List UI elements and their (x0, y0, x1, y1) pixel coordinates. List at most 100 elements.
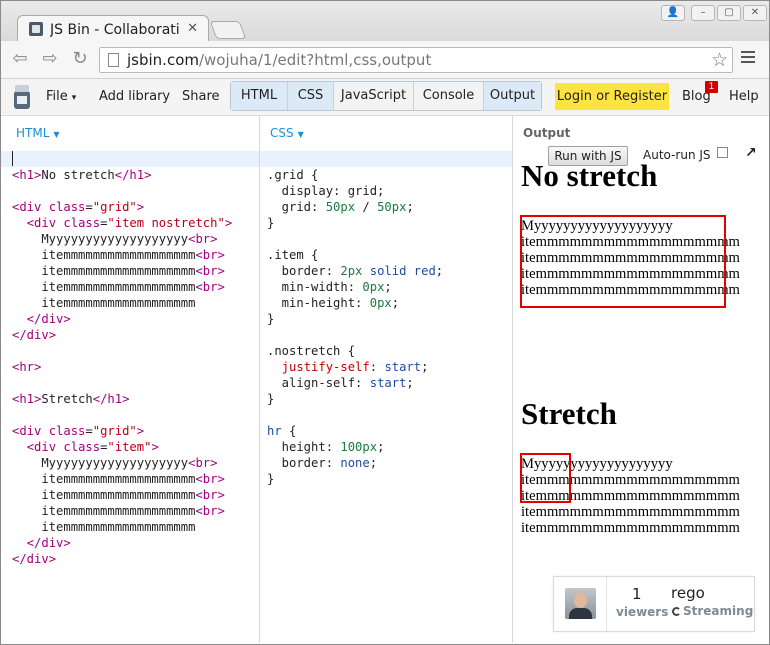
html-code-line[interactable] (1, 183, 259, 199)
html-code-line[interactable]: <hr> (12, 360, 42, 374)
css-code-line[interactable]: border: none; (267, 456, 378, 470)
css-code-line[interactable]: min-height: 0px; (267, 296, 400, 310)
tab-javascript[interactable]: JavaScript (334, 82, 414, 110)
css-code-line[interactable]: } (267, 216, 275, 230)
add-library-menu[interactable]: Add library (99, 89, 171, 104)
html-code-line[interactable]: </div> (26, 536, 71, 550)
html-code-line[interactable] (1, 151, 259, 167)
html-code-line[interactable] (1, 375, 259, 391)
css-code-line[interactable]: hr { (267, 424, 297, 438)
browser-tab[interactable]: JS Bin - Collaborative ✕ (17, 15, 209, 43)
html-code-line[interactable]: Myyyyyyyyyyyyyyyyyyy<br> (12, 456, 218, 470)
html-code-line[interactable]: </div> (12, 328, 57, 342)
minimize-icon[interactable]: – (691, 5, 715, 21)
share-menu[interactable]: Share (182, 89, 220, 104)
output-item-line: itemmmmmmmmmmmmmmmmmm (521, 282, 740, 298)
css-editor-pane[interactable]: CSS▼ .grid { display: grid; grid: 50px /… (260, 116, 513, 643)
hamburger-menu-icon[interactable] (741, 51, 755, 65)
tab-css[interactable]: CSS (288, 82, 334, 110)
html-code-line[interactable]: <div class="item"> (26, 440, 159, 454)
css-code-line[interactable] (260, 151, 512, 167)
css-code-line[interactable]: min-width: 0px; (267, 280, 392, 294)
file-menu[interactable]: File▾ (46, 89, 77, 104)
html-code-line[interactable]: itemmmmmmmmmmmmmmmmmm<br> (12, 488, 225, 502)
output-item-line: itemmmmmmmmmmmmmmmmmm (521, 266, 740, 282)
reload-icon[interactable]: ↻ (72, 48, 88, 69)
css-code-line[interactable]: display: grid; (267, 184, 385, 198)
html-code-line[interactable] (1, 343, 259, 359)
arrow-up-right-icon[interactable]: ↗ (745, 145, 757, 161)
help-link[interactable]: Help (729, 89, 759, 104)
tab-output[interactable]: Output (484, 82, 541, 110)
spinner-icon (672, 607, 681, 616)
css-code-line[interactable]: } (267, 472, 275, 486)
html-code-line[interactable] (1, 407, 259, 423)
new-tab-button[interactable] (209, 21, 247, 39)
css-code-line[interactable]: } (267, 392, 275, 406)
output-heading-stretch: Stretch (521, 396, 617, 431)
browser-toolbar: ⇦ ⇨ ↻ jsbin.com/wojuha/1/edit?html,css,o… (1, 41, 769, 79)
html-code-line[interactable]: </div> (26, 312, 71, 326)
tab-console[interactable]: Console (414, 82, 484, 110)
css-code-line[interactable] (260, 407, 512, 423)
address-bar[interactable]: jsbin.com/wojuha/1/edit?html,css,output … (99, 47, 733, 73)
html-code-line[interactable]: itemmmmmmmmmmmmmmmmmm (12, 520, 196, 534)
autorun-checkbox[interactable] (717, 147, 728, 158)
css-code-line[interactable] (260, 231, 512, 247)
html-code-line[interactable]: itemmmmmmmmmmmmmmmmmm<br> (12, 472, 225, 486)
blog-badge: 1 (705, 81, 718, 93)
css-code-line[interactable]: border: 2px solid red; (267, 264, 444, 278)
tab-html[interactable]: HTML (231, 82, 288, 110)
output-item-line: Myyyyyyyyyyyyyyyyyyy (521, 456, 673, 472)
output-item-line: itemmmmmmmmmmmmmmmmmm (521, 488, 740, 504)
css-code-line[interactable]: height: 100px; (267, 440, 385, 454)
output-pane-label: Output (523, 126, 571, 140)
html-pane-label[interactable]: HTML▼ (16, 126, 60, 140)
jsbin-logo-icon[interactable] (14, 85, 30, 109)
html-code-line[interactable]: <div class="item nostretch"> (26, 216, 233, 230)
html-code-line[interactable]: </div> (12, 552, 57, 566)
streamer-name: rego (671, 584, 705, 602)
html-code-line[interactable]: itemmmmmmmmmmmmmmmmmm<br> (12, 504, 225, 518)
html-code-line[interactable]: itemmmmmmmmmmmmmmmmmm<br> (12, 280, 225, 294)
page-icon (108, 53, 119, 67)
jsbin-favicon-icon (29, 22, 43, 36)
output-item-line: itemmmmmmmmmmmmmmmmmm (521, 250, 740, 266)
profile-icon[interactable]: 👤 (661, 5, 685, 21)
css-code-line[interactable] (260, 327, 512, 343)
tab-title: JS Bin - Collaborative (50, 22, 180, 38)
html-code-line[interactable]: <div class="grid"> (12, 200, 145, 214)
back-arrow-icon[interactable]: ⇦ (12, 48, 28, 69)
close-icon[interactable]: ✕ (187, 21, 198, 36)
css-code-line[interactable]: .nostretch { (267, 344, 356, 358)
forward-arrow-icon[interactable]: ⇨ (42, 48, 58, 69)
caret-down-icon: ▼ (53, 130, 60, 139)
css-code-line[interactable]: .grid { (267, 168, 319, 182)
login-register-button[interactable]: Login or Register (555, 83, 669, 110)
css-code-line[interactable]: justify-self: start; (281, 360, 429, 374)
window-close-icon[interactable]: ✕ (743, 5, 767, 21)
html-code[interactable]: <h1>No stretch</h1> <div class="grid"> <d… (1, 151, 259, 567)
css-code[interactable]: .grid { display: grid; grid: 50px / 50px… (260, 151, 512, 487)
css-code-line[interactable]: align-self: start; (267, 376, 414, 390)
maximize-icon[interactable]: ▢ (717, 5, 741, 21)
run-with-js-button[interactable]: Run with JS (548, 146, 628, 166)
css-code-line[interactable]: .item { (267, 248, 319, 262)
blog-link[interactable]: Blog (682, 89, 711, 104)
html-code-line[interactable]: <h1>Stretch</h1> (12, 392, 130, 406)
bookmark-star-icon[interactable]: ☆ (710, 49, 728, 71)
html-code-line[interactable]: itemmmmmmmmmmmmmmmmmm (12, 296, 196, 310)
css-code-line[interactable]: grid: 50px / 50px; (267, 200, 414, 214)
css-code-line[interactable]: } (267, 312, 275, 326)
html-code-line[interactable]: <div class="grid"> (12, 424, 145, 438)
collaborator-widget[interactable]: 1 viewers rego Streaming (553, 576, 755, 632)
html-code-line[interactable]: itemmmmmmmmmmmmmmmmmm<br> (12, 264, 225, 278)
html-code-line[interactable]: Myyyyyyyyyyyyyyyyyyy<br> (12, 232, 218, 246)
output-item-line: itemmmmmmmmmmmmmmmmmm (521, 504, 740, 520)
css-pane-label[interactable]: CSS▼ (270, 126, 304, 140)
streaming-status: Streaming (672, 604, 753, 618)
html-editor-pane[interactable]: HTML▼ <h1>No stretch</h1> <div class="gri… (1, 116, 260, 643)
html-code-line[interactable]: <h1>No stretch</h1> (12, 168, 152, 182)
html-code-line[interactable]: itemmmmmmmmmmmmmmmmmm<br> (12, 248, 225, 262)
